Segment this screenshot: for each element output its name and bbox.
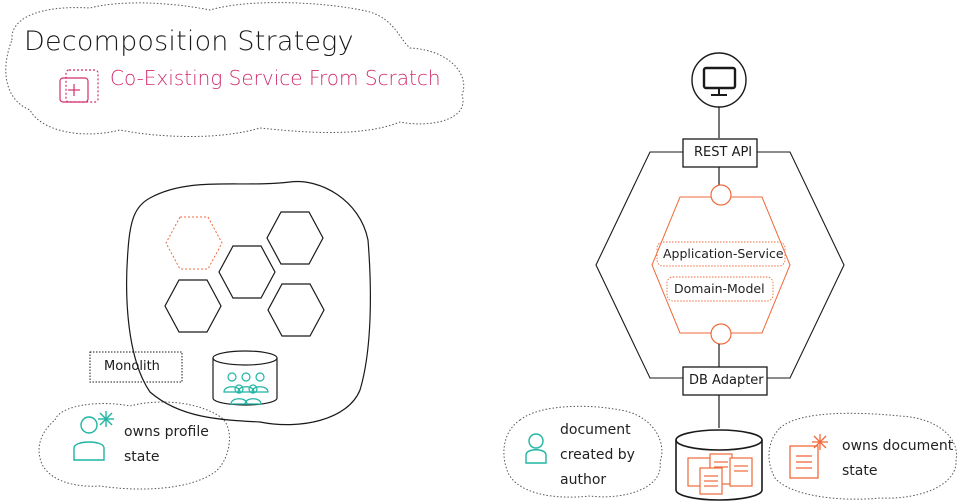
monolith-database [212,350,278,406]
domain-model-box [666,276,774,302]
monolith-label: Monolith [104,359,160,374]
page-title: Decomposition Strategy [24,26,354,57]
add-box-icon [59,69,99,103]
hexagon [218,245,276,299]
title-cloud [5,2,465,137]
users-icon [223,372,269,405]
user-star-icon [73,411,114,461]
hexagon-new-service [165,216,223,270]
rest-api-box [682,138,758,168]
monolith-boundary [126,180,371,426]
inner-hexagon [651,196,791,334]
rest-api-label: REST API [694,145,753,160]
db-adapter-label: DB Adapter [689,373,764,388]
inbound-port [710,184,732,206]
hexagon [267,283,325,337]
monolith-note: owns profile state [124,424,209,465]
application-service-label: Application-Service [663,246,784,261]
monitor-icon [691,52,747,108]
outbound-port [710,323,732,345]
note-cloud-profile [38,401,230,490]
documents-icon [687,453,753,495]
owns-document-note: owns document state [842,438,954,479]
document-star-icon [789,434,828,479]
hexagon [266,211,324,265]
page-subtitle: Co-Existing Service From Scratch [110,66,441,90]
hexagon [164,279,222,333]
outer-hexagon [595,151,845,379]
application-service-box [656,241,786,267]
user-icon [525,433,547,464]
document-created-note: document created by author [560,422,635,488]
domain-model-label: Domain-Model [674,281,765,296]
note-cloud-owns-document [768,412,957,500]
service-database [675,429,763,501]
note-cloud-document [503,405,663,498]
monolith-label-box [89,351,183,383]
db-adapter-box [682,366,768,396]
